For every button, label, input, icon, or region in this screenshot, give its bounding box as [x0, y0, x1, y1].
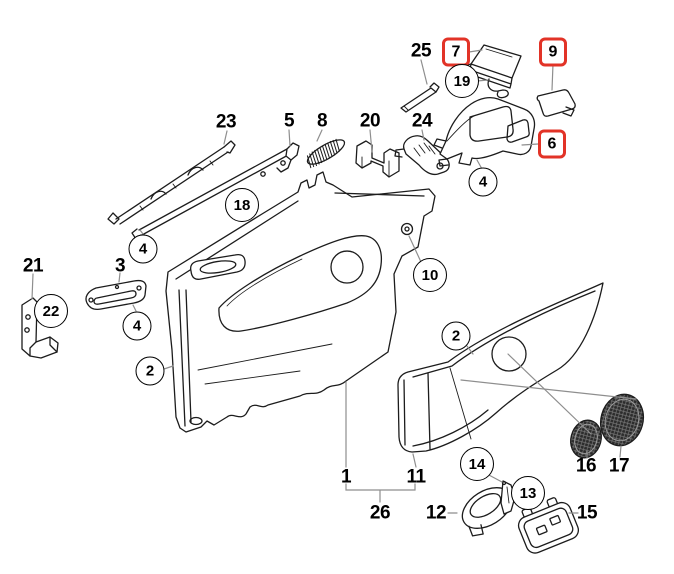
part-grille-17 — [599, 393, 645, 447]
part-callout-12[interactable]: 12 — [425, 502, 447, 524]
part-callout-26[interactable]: 26 — [369, 502, 391, 524]
part-callout-5[interactable]: 5 — [283, 110, 295, 132]
part-trim-panel-right — [397, 282, 604, 453]
part-callout-25[interactable]: 25 — [410, 40, 432, 62]
part-cover-15 — [517, 497, 580, 554]
part-callout-3[interactable]: 3 — [114, 255, 126, 277]
part-callout-4[interactable]: 4 — [468, 167, 498, 197]
part-callout-15[interactable]: 15 — [576, 502, 598, 524]
part-callout-18[interactable]: 18 — [225, 188, 259, 222]
part-callout-7[interactable]: 7 — [442, 37, 470, 67]
part-callout-20[interactable]: 20 — [359, 110, 381, 132]
part-callout-16[interactable]: 16 — [575, 455, 597, 477]
leader-lines — [31, 49, 637, 514]
part-bracket-20 — [355, 140, 400, 178]
part-callout-13[interactable]: 13 — [511, 476, 545, 510]
part-rail-5 — [131, 142, 300, 240]
part-callout-11[interactable]: 11 — [406, 466, 426, 488]
part-trim-panel-left — [165, 171, 436, 433]
part-handle-12 — [461, 487, 513, 537]
part-callout-24[interactable]: 24 — [411, 110, 433, 132]
part-callout-9[interactable]: 9 — [539, 37, 567, 67]
part-callout-8[interactable]: 8 — [316, 110, 328, 132]
part-callout-17[interactable]: 17 — [608, 455, 630, 477]
part-callout-23[interactable]: 23 — [215, 111, 237, 133]
part-hinge-19 — [487, 78, 509, 99]
part-cover-6 — [433, 97, 536, 167]
bracket-1-11-26 — [345, 483, 416, 503]
part-flap-9 — [536, 89, 576, 117]
part-callout-10[interactable]: 10 — [413, 258, 447, 292]
part-bracket-3 — [85, 279, 147, 311]
part-callout-14[interactable]: 14 — [460, 447, 494, 481]
part-callout-19[interactable]: 19 — [445, 64, 479, 98]
part-callout-4[interactable]: 4 — [122, 311, 152, 341]
part-grommet-10 — [400, 222, 414, 236]
part-grille-16 — [570, 419, 602, 459]
part-spring-8 — [306, 138, 346, 169]
part-callout-6[interactable]: 6 — [538, 129, 566, 159]
part-callout-4[interactable]: 4 — [128, 234, 158, 264]
part-callout-2[interactable]: 2 — [441, 321, 471, 351]
part-callout-22[interactable]: 22 — [34, 294, 68, 328]
part-callout-21[interactable]: 21 — [22, 255, 44, 277]
part-callout-1[interactable]: 1 — [340, 466, 352, 488]
part-callout-2[interactable]: 2 — [135, 356, 165, 386]
part-rail-23 — [107, 140, 236, 225]
part-bracket-21-22 — [21, 297, 59, 359]
part-pin-25 — [400, 82, 440, 113]
